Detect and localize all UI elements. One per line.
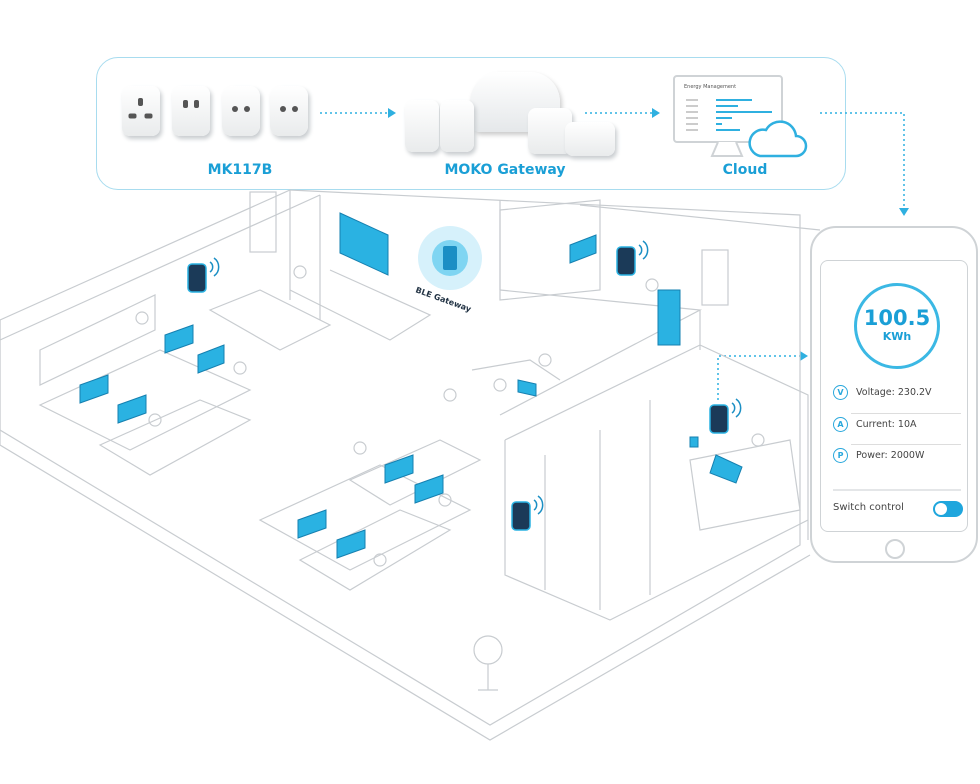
mk117b-label: MK117B xyxy=(207,162,273,178)
cloud-monitor xyxy=(673,75,808,158)
power-icon: P xyxy=(833,448,848,463)
ble-gateway-icon xyxy=(443,246,457,270)
power-row: P Power: 2000W xyxy=(833,448,924,463)
cloud-label: Cloud xyxy=(722,162,768,178)
device-flow-panel xyxy=(96,57,846,190)
switch-control-toggle[interactable] xyxy=(933,501,963,517)
current-row: A Current: 10A xyxy=(833,417,917,432)
home-button[interactable] xyxy=(885,539,905,559)
voltage-icon: V xyxy=(833,385,848,400)
smart-plug-icons xyxy=(187,240,742,531)
voltage-row: V Voltage: 230.2V xyxy=(833,385,932,400)
energy-unit: KWh xyxy=(882,330,912,343)
phone-screen: 100.5 KWh V Voltage: 230.2V A Current: 10A… xyxy=(820,260,968,532)
phone-app: 100.5 KWh V Voltage: 230.2V A Current: 10A… xyxy=(810,226,978,563)
energy-value: 100.5 xyxy=(863,306,931,330)
power-label: Power: 2000W xyxy=(856,450,925,461)
cloud-screen-title: Energy Management xyxy=(684,84,736,90)
energy-gauge: 100.5 KWh xyxy=(854,283,940,369)
arrow-cloud-to-phone xyxy=(820,112,905,208)
moko-gateway-label: MOKO Gateway xyxy=(444,162,566,178)
office-floor-plan xyxy=(0,189,821,741)
switch-control-label: Switch control xyxy=(833,502,904,513)
office-monitors xyxy=(79,212,743,559)
current-label: Current: 10A xyxy=(856,419,917,430)
voltage-label: Voltage: 230.2V xyxy=(856,387,932,398)
arrow-plug-to-phone xyxy=(717,355,800,400)
ble-gateway-label: BLE Gateway xyxy=(414,285,473,314)
current-icon: A xyxy=(833,417,848,432)
